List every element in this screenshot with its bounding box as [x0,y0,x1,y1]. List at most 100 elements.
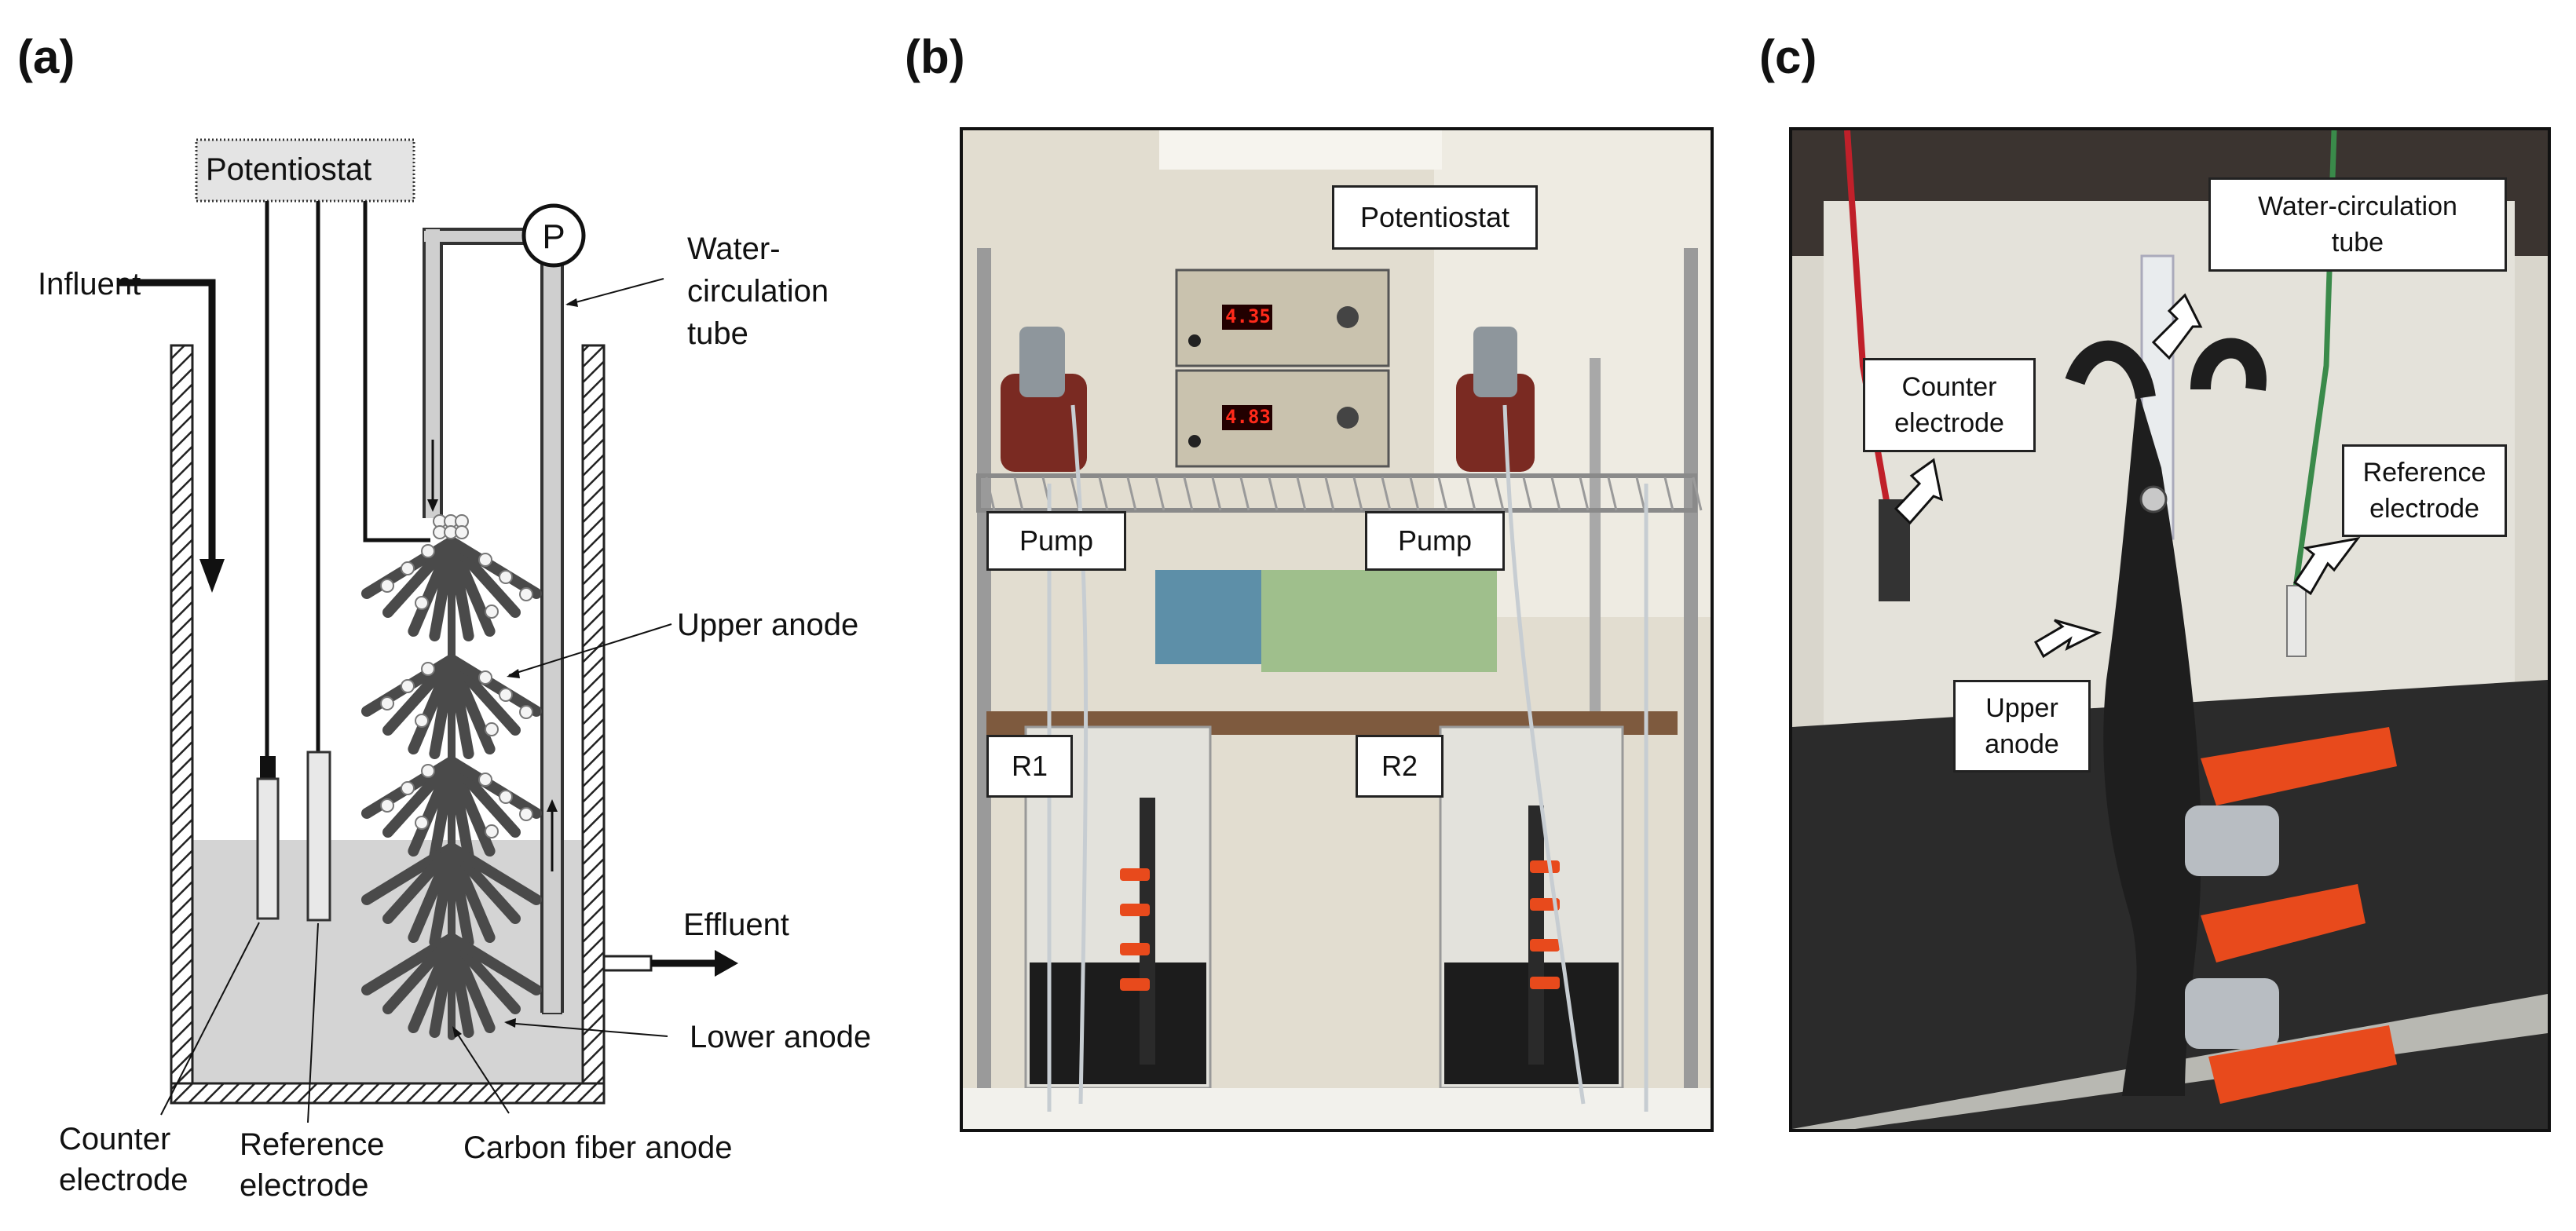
anode-r1 [1140,798,1155,1065]
panel-a-letter: (a) [17,31,75,83]
leader-upper-anode [508,623,672,676]
table-surface [963,1088,1711,1129]
gas-bubble [401,679,415,693]
gas-bubble [478,553,492,567]
anode-fiber [446,933,542,995]
anode-fiber [429,756,457,861]
callout-reference-electrode: Reference electrode [2342,444,2507,537]
carbon-fiber-anode-label: Carbon fiber anode [463,1131,733,1165]
influent-label: Influent [38,267,141,301]
callout-pump-left: Pump [986,511,1126,571]
pump-right-head [1473,327,1517,397]
gas-bubble [380,798,394,813]
flow-arrow-down-head [427,499,438,512]
anode-fiber [446,756,542,819]
counter-electrode-tip [260,756,276,780]
potentiostat-label: Potentiostat [206,152,372,187]
shelf-wire [985,477,996,511]
gas-bubble [499,570,513,584]
shelf-wire [1381,477,1392,511]
shelf-wire [1296,477,1307,511]
shelf-wire [1211,477,1222,511]
gas-bubble [478,670,492,685]
pump-symbol-circle [521,203,586,268]
leader-reference [307,922,319,1123]
knob-bottom [1337,407,1359,429]
leader-water-tube-head [565,298,578,307]
gas-bubble [415,714,429,728]
led-readout-top: 4.35 [1225,305,1271,327]
anode-fiber [429,842,457,948]
shelf-wire [1183,477,1194,511]
shelf-wire [1494,477,1505,511]
leader-carbon-fiber-head [452,1026,462,1038]
shelf-wire [1268,477,1279,511]
valve-lower [2201,884,2366,963]
leader-lower-anode [506,1022,668,1037]
valve-lower-body [2185,978,2279,1049]
anode-fiber [429,933,457,1038]
anode-loops [2065,338,2267,400]
gas-bubble [485,722,499,736]
leader-counter [160,922,260,1116]
valve-r1-1 [1120,868,1150,881]
tube-fill-top [426,229,440,518]
tube-fill [543,259,561,1013]
ceiling-light [1159,130,1442,170]
gas-bubble [499,790,513,804]
anode-nut [2139,485,2168,513]
shelf-wire [1154,477,1165,511]
valve-bottom [2208,1025,2397,1104]
callout-counter-electrode: Counter electrode [1863,358,2036,452]
counter-electrode-label: Counter electrode [59,1122,188,1197]
anode-bubbles [380,514,533,838]
shelf-wire [1522,477,1533,511]
wire-anode [363,201,430,542]
pump-left-head [1019,327,1065,397]
reactor-r1-sludge [1030,963,1206,1084]
effluent-label: Effluent [683,908,789,942]
callout-water-tube: Water-circulation tube [2208,177,2507,272]
upper-anode-label: Upper anode [677,608,859,642]
callout-pump-right: Pump [1365,511,1505,571]
anode-fiber [429,536,457,641]
gas-bubble [421,544,435,558]
shelf-wire [1352,477,1363,511]
reactor-right-wall [581,344,606,1105]
tubing [1047,404,1648,1112]
shelf-wire [1692,477,1703,511]
bin-blue [1155,570,1265,664]
callout-r1: R1 [986,735,1073,798]
valve-upper-body [2185,805,2279,876]
anode-r2 [1528,805,1544,1065]
gas-bubble [478,773,492,787]
upper-shelf [976,473,1697,513]
shelf-wire [1070,477,1081,511]
shelf-wire [1663,477,1674,511]
anode-fiber [446,842,542,905]
callout-potentiostat: Potentiostat [1332,185,1538,250]
valve-r2-3 [1530,939,1560,952]
switch-top [1188,334,1201,347]
shelf-wire [1239,477,1250,511]
shelf-wire [1579,477,1590,511]
gas-bubble [421,662,435,676]
shelf-wire [1550,477,1561,511]
leader-upper-anode-head [507,669,520,678]
gas-bubble [401,561,415,575]
bin-green [1261,570,1497,672]
shelf-wire [1409,477,1420,511]
pump-symbol: P [542,217,565,256]
gas-bubble [519,705,533,719]
shelf-wire [1126,477,1137,511]
setup-photo-scene [963,130,1711,1129]
shelf-wire [1635,477,1646,511]
flow-arrow-up-head [547,799,558,812]
upper-anode-body [2103,389,2201,1096]
valve-r2-1 [1530,860,1560,873]
reference-electrode-label: Reference electrode [240,1127,385,1203]
closeup-arrows [1894,293,2361,659]
gas-bubble [519,587,533,601]
reference-electrode-tip [2286,585,2307,657]
pump-right-body [1456,374,1535,472]
